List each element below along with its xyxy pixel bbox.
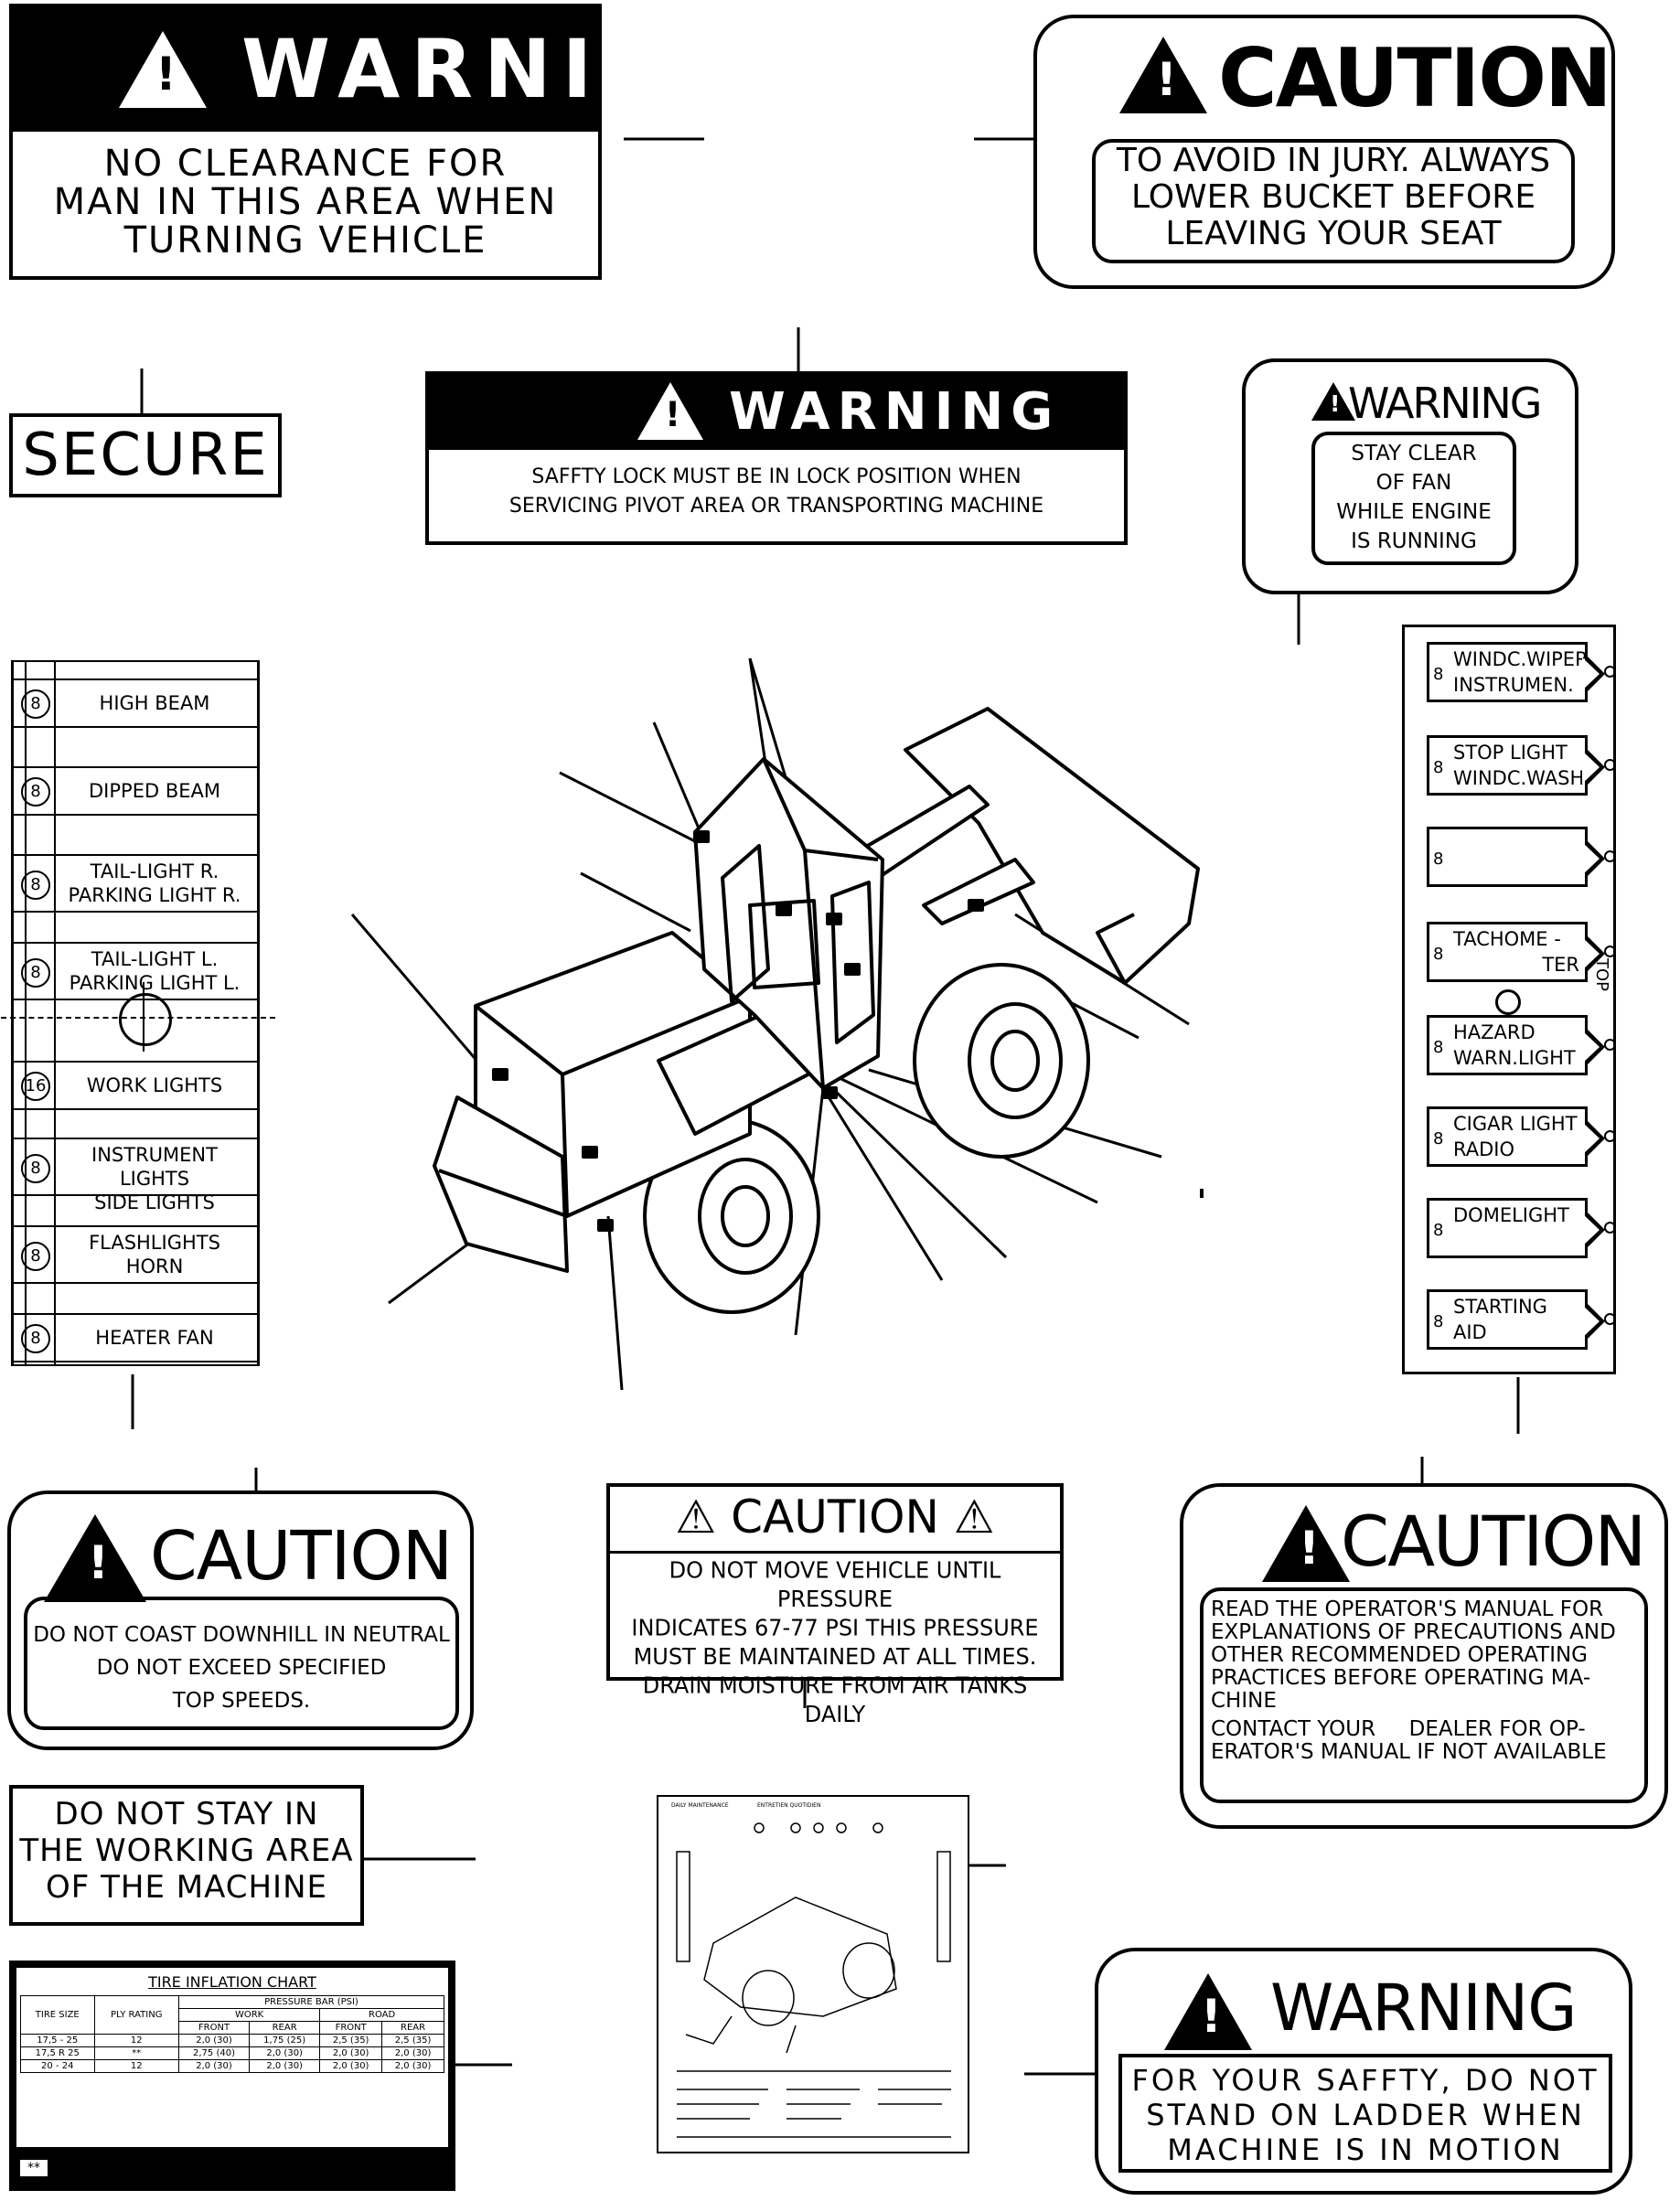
caution-triangle-icon: ⚠ [953, 1490, 995, 1544]
table-row: 20 - 24 12 2,0 (30) 2,0 (30) 2,0 (30) 2,… [20, 2059, 444, 2073]
table-row: 17,5 R 25 ** 2,75 (40) 2,0 (30) 2,0 (30)… [20, 2046, 444, 2060]
warning-body: SAFFTY LOCK MUST BE IN LOCK POSITION WHE… [508, 465, 1044, 518]
tire-chart-footer: ** [20, 2160, 48, 2176]
tire-chart-table: TIRE SIZE PLY RATING PRESSURE BAR (PSI) … [20, 1995, 445, 2073]
warning-triangle-icon: ! [637, 382, 703, 440]
caution-body: DO NOT MOVE VEHICLE UNTIL PRESSURE INDIC… [631, 1556, 1039, 1728]
caution-header: ⚠ CAUTION ⚠ [610, 1490, 1060, 1544]
warning-body: FOR YOUR SAFFTY, DO NOT STAND ON LADDER … [1118, 2054, 1612, 2173]
warning-triangle-icon: ! [1311, 382, 1355, 421]
warning-body: STAY CLEAR OF FAN WHILE ENGINE IS RUNNIN… [1311, 432, 1516, 565]
warning-triangle-icon: ! [1164, 1973, 1252, 2050]
caution-label-manual: ! CAUTION READ THE OPERATOR'S MANUAL FOR… [1180, 1483, 1668, 1829]
warning-header: ! WARNING [13, 7, 747, 132]
caution-header-text: CAUTION [150, 1517, 453, 1596]
warning-header-text: WARNING [1270, 1971, 1578, 2046]
warning-label-safety-lock: ! WARNING SAFFTY LOCK MUST BE IN LOCK PO… [425, 371, 1128, 545]
caution-triangle-icon: ⚠ [675, 1490, 717, 1544]
caution-body: DO NOT COAST DOWNHILL IN NEUTRAL DO NOT … [24, 1597, 459, 1730]
caution-body: TO AVOID IN JURY. ALWAYS LOWER BUCKET BE… [1092, 139, 1575, 263]
daily-maintenance-chart: DAILY MAINTENANCE ENTRETIEN QUOTIDIEN [657, 1795, 969, 2153]
warning-label-ladder: ! WARNING FOR YOUR SAFFTY, DO NOT STAND … [1095, 1948, 1632, 2195]
do-not-stay-label: DO NOT STAY IN THE WORKING AREA OF THE M… [9, 1785, 364, 1926]
tire-chart-title: TIRE INFLATION CHART [148, 1973, 316, 1991]
caution-triangle-icon: ! [1119, 37, 1207, 113]
warning-header-text: WARNING [1348, 379, 1542, 428]
relay-item: 8 [1427, 827, 1616, 887]
warning-body: NO CLEARANCE FOR MAN IN THIS AREA WHEN T… [53, 143, 558, 262]
warning-header-text: WARNING [729, 382, 1061, 442]
maintenance-diagram [676, 1822, 951, 2138]
table-row: 17,5 - 25 12 2,0 (30) 1,75 (25) 2,5 (35)… [20, 2034, 444, 2047]
caution-triangle-icon: ! [44, 1514, 146, 1602]
warning-label-fan: ! WARNING STAY CLEAR OF FAN WHILE ENGINE… [1242, 358, 1578, 594]
top-marker: TOP [1592, 957, 1611, 991]
caution-label-coast: ! CAUTION DO NOT COAST DOWNHILL IN NEUTR… [7, 1490, 474, 1750]
tire-inflation-chart: TIRE INFLATION CHART TIRE SIZE PLY RATIN… [9, 1961, 455, 2191]
caution-body: READ THE OPERATOR'S MANUAL FOR EXPLANATI… [1200, 1587, 1648, 1803]
caution-label-pressure: ⚠ CAUTION ⚠ DO NOT MOVE VEHICLE UNTIL PR… [606, 1483, 1064, 1727]
warning-label-turning: ! WARNING NO CLEARANCE FOR MAN IN THIS A… [9, 4, 747, 280]
warning-triangle-icon: ! [119, 31, 207, 108]
caution-header-text: CAUTION [731, 1490, 939, 1544]
caution-header-text: CAUTION [1341, 1501, 1646, 1582]
secure-label: SECURE [9, 413, 282, 497]
warning-header: ! WARNING [429, 375, 1124, 450]
caution-triangle-icon: ! [1262, 1505, 1350, 1582]
caution-label-bucket: ! CAUTION TO AVOID IN JURY. ALWAYS LOWER… [1033, 15, 1615, 289]
warning-header-text: WARNING [241, 22, 759, 116]
caution-header-text: CAUTION [1218, 31, 1612, 125]
